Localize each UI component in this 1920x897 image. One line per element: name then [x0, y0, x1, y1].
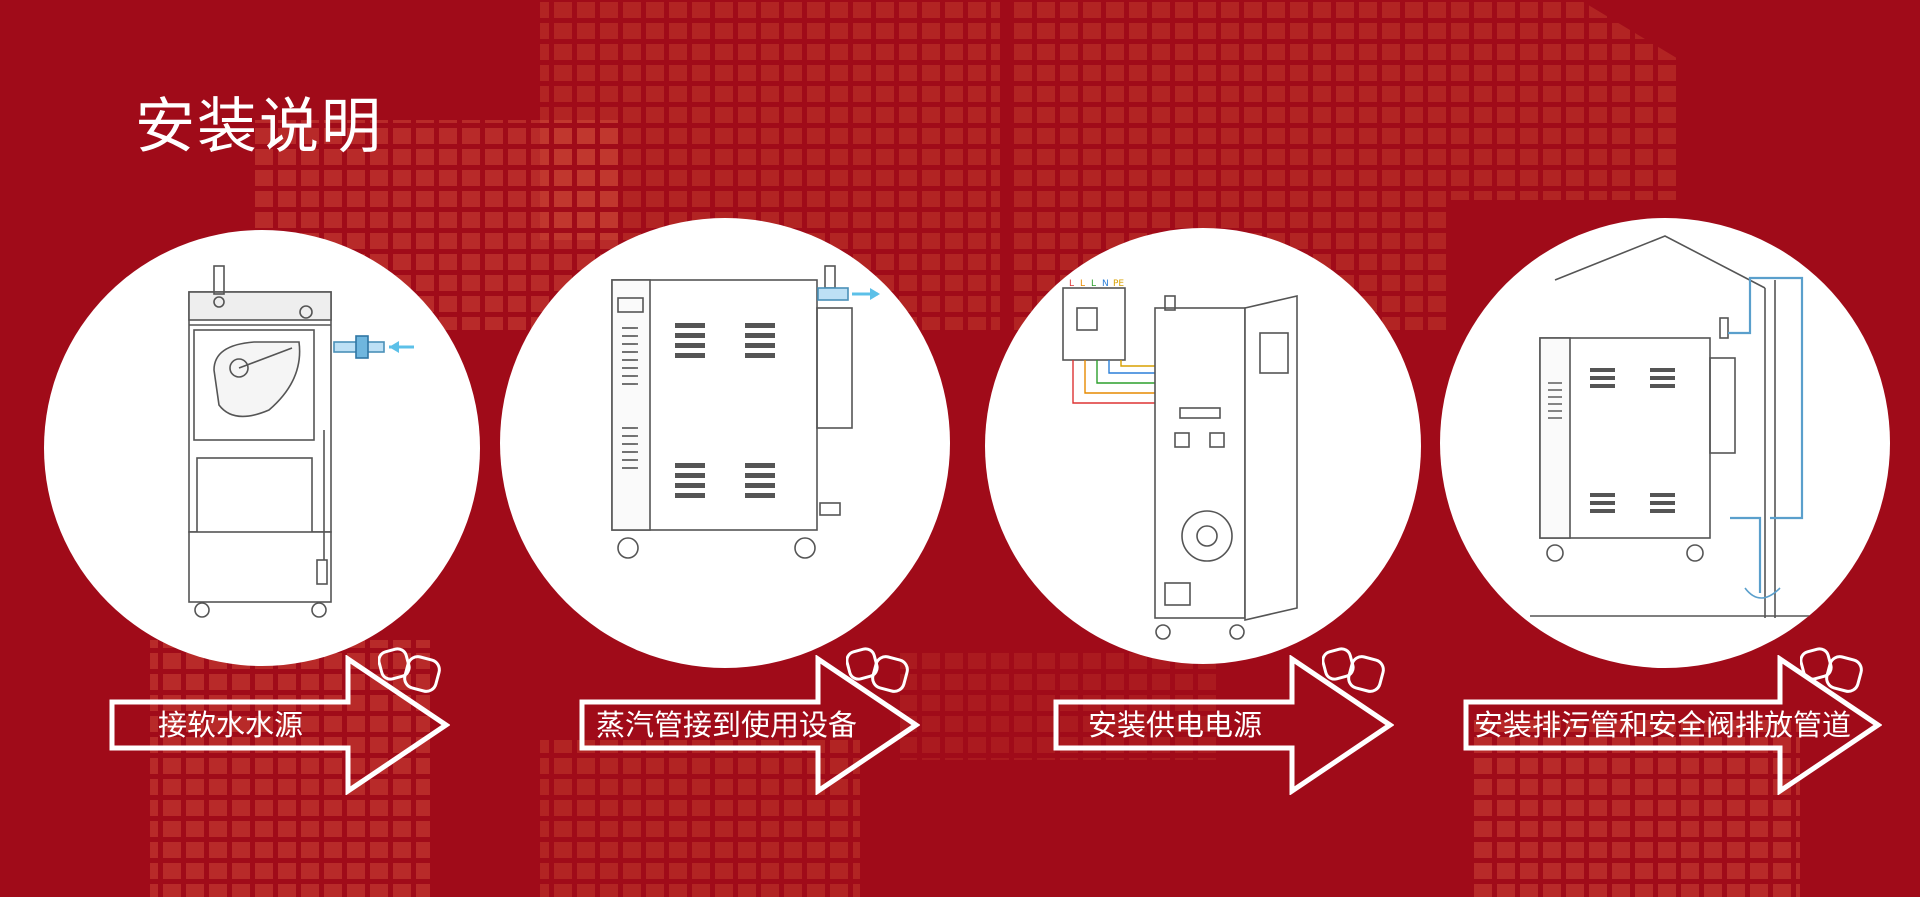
step-2-arrow: 蒸汽管接到使用设备 [578, 655, 920, 795]
boiler-power-wiring-icon: L L L N PE [1062, 279, 1298, 640]
bubbles-icon [1322, 647, 1385, 693]
step-1-label: 接软水水源 [158, 708, 304, 742]
step-4-illustration-circle [1440, 218, 1890, 668]
step-4-label: 安装排污管和安全阀排放管道 [1474, 708, 1852, 742]
step-3-illustration-circle: L L L N PE [985, 228, 1421, 664]
boiler-drain-safety-valve-icon [1530, 235, 1820, 618]
terminal-label: L [1069, 279, 1074, 289]
terminal-label: L [1080, 279, 1085, 289]
right-arrow-icon [1463, 655, 1882, 795]
terminal-label: PE [1113, 279, 1124, 289]
step-4-arrow: 安装排污管和安全阀排放管道 [1462, 655, 1882, 795]
page-title: 安装说明 [135, 92, 383, 162]
right-arrow-icon [109, 655, 450, 795]
step-2-illustration-circle [500, 218, 950, 668]
step-3-label: 安装供电电源 [1088, 708, 1263, 742]
bubbles-icon [378, 647, 441, 693]
terminal-label: L [1091, 279, 1096, 289]
boiler-side-steam-outlet-icon [611, 265, 880, 559]
bubbles-icon [1800, 647, 1863, 693]
boiler-front-water-inlet-icon [188, 265, 414, 618]
step-3-arrow: 安装供电电源 [1052, 655, 1394, 795]
step-2-label: 蒸汽管接到使用设备 [596, 708, 858, 742]
step-1-illustration-circle [44, 230, 480, 666]
terminal-label: N [1102, 279, 1109, 289]
bubbles-icon [846, 647, 909, 693]
right-arrow-icon [1053, 655, 1394, 795]
step-1-arrow: 接软水水源 [108, 655, 450, 795]
right-arrow-icon [579, 655, 920, 795]
